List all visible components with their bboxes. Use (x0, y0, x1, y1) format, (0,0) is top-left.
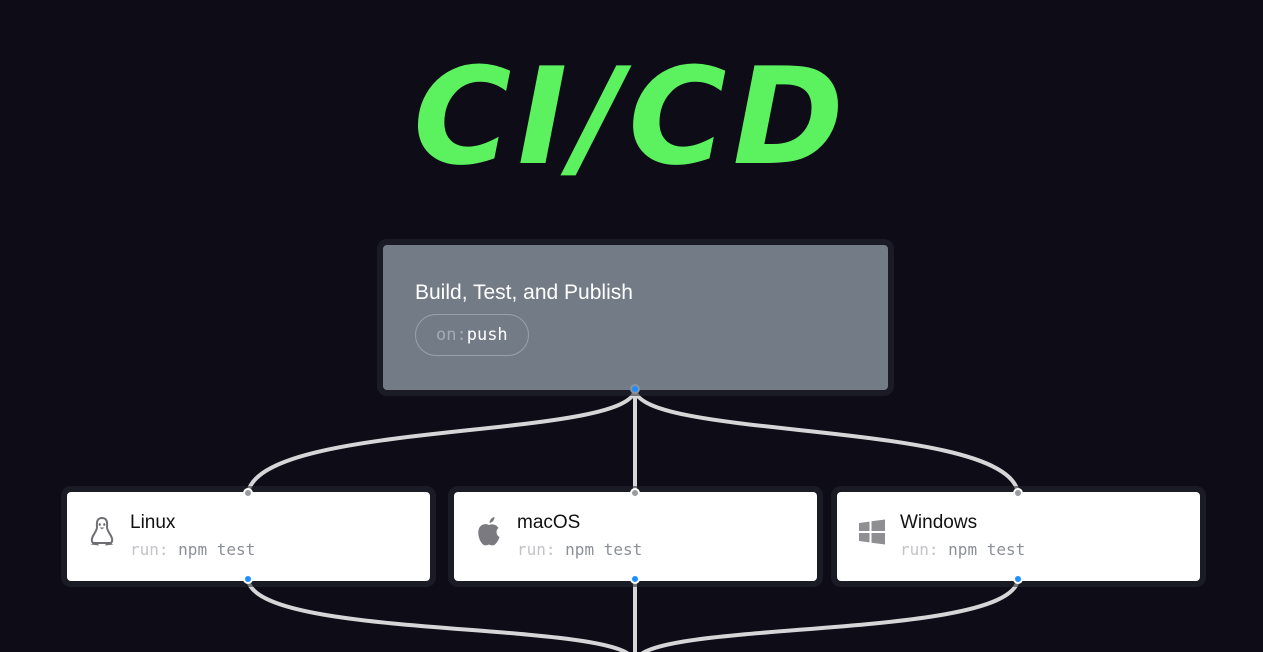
job-node-macos[interactable]: macOS run: npm test (454, 492, 817, 581)
connector-linux-downstream (246, 578, 629, 652)
linux-icon (87, 516, 117, 548)
job-name: Linux (130, 512, 176, 533)
job-run-command: run: npm test (517, 540, 643, 559)
workflow-name: Build, Test, and Publish (415, 281, 633, 304)
connector-windows-downstream (641, 578, 1020, 652)
workflow-node[interactable]: Build, Test, and Publish on: push (383, 245, 888, 390)
job-run-command: run: npm test (900, 540, 1026, 559)
job-node-linux[interactable]: Linux run: npm test (67, 492, 430, 581)
windows-output-port[interactable] (1013, 574, 1023, 584)
linux-input-port[interactable] (243, 488, 253, 498)
connector-workflow-to-linux (246, 388, 637, 495)
macos-output-port[interactable] (630, 574, 640, 584)
trigger-value: push (466, 325, 508, 345)
connector-workflow-to-windows (633, 388, 1020, 495)
apple-icon (474, 516, 504, 548)
trigger-badge: on: push (415, 314, 529, 356)
trigger-key: on: (436, 325, 467, 345)
job-node-windows[interactable]: Windows run: npm test (837, 492, 1200, 581)
job-name: macOS (517, 512, 581, 533)
linux-output-port[interactable] (243, 574, 253, 584)
workflow-output-port[interactable] (630, 384, 640, 394)
job-name: Windows (900, 512, 978, 533)
job-run-command: run: npm test (130, 540, 256, 559)
page-title: CI/CD (413, 39, 850, 195)
macos-input-port[interactable] (630, 488, 640, 498)
windows-input-port[interactable] (1013, 488, 1023, 498)
windows-icon (857, 516, 887, 548)
